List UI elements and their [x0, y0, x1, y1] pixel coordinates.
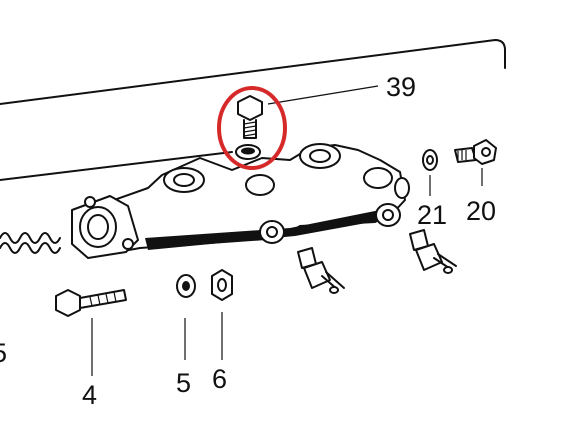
callout-4: 4 [82, 380, 97, 410]
spring [0, 232, 61, 254]
callout-39: 39 [386, 72, 416, 102]
master-cylinder-body [71, 143, 410, 259]
leader-39 [267, 85, 379, 105]
washer-21 [422, 149, 438, 196]
fitting-20 [454, 139, 497, 186]
panel-outline [0, 39, 506, 181]
callout-6: 6 [212, 364, 227, 394]
nut-6 [211, 269, 233, 360]
callout-20: 20 [466, 196, 496, 226]
callout-5-edge: 5 [0, 338, 7, 368]
callout-5: 5 [176, 368, 191, 398]
washer-39 [235, 144, 261, 160]
washer-5 [176, 274, 196, 360]
highlight-ring [217, 86, 287, 170]
bolt-39 [237, 95, 263, 139]
callout-21: 21 [417, 200, 447, 230]
bolt-4 [55, 289, 127, 376]
pressure-switch-left [297, 247, 345, 294]
pressure-switch-right [409, 229, 457, 274]
